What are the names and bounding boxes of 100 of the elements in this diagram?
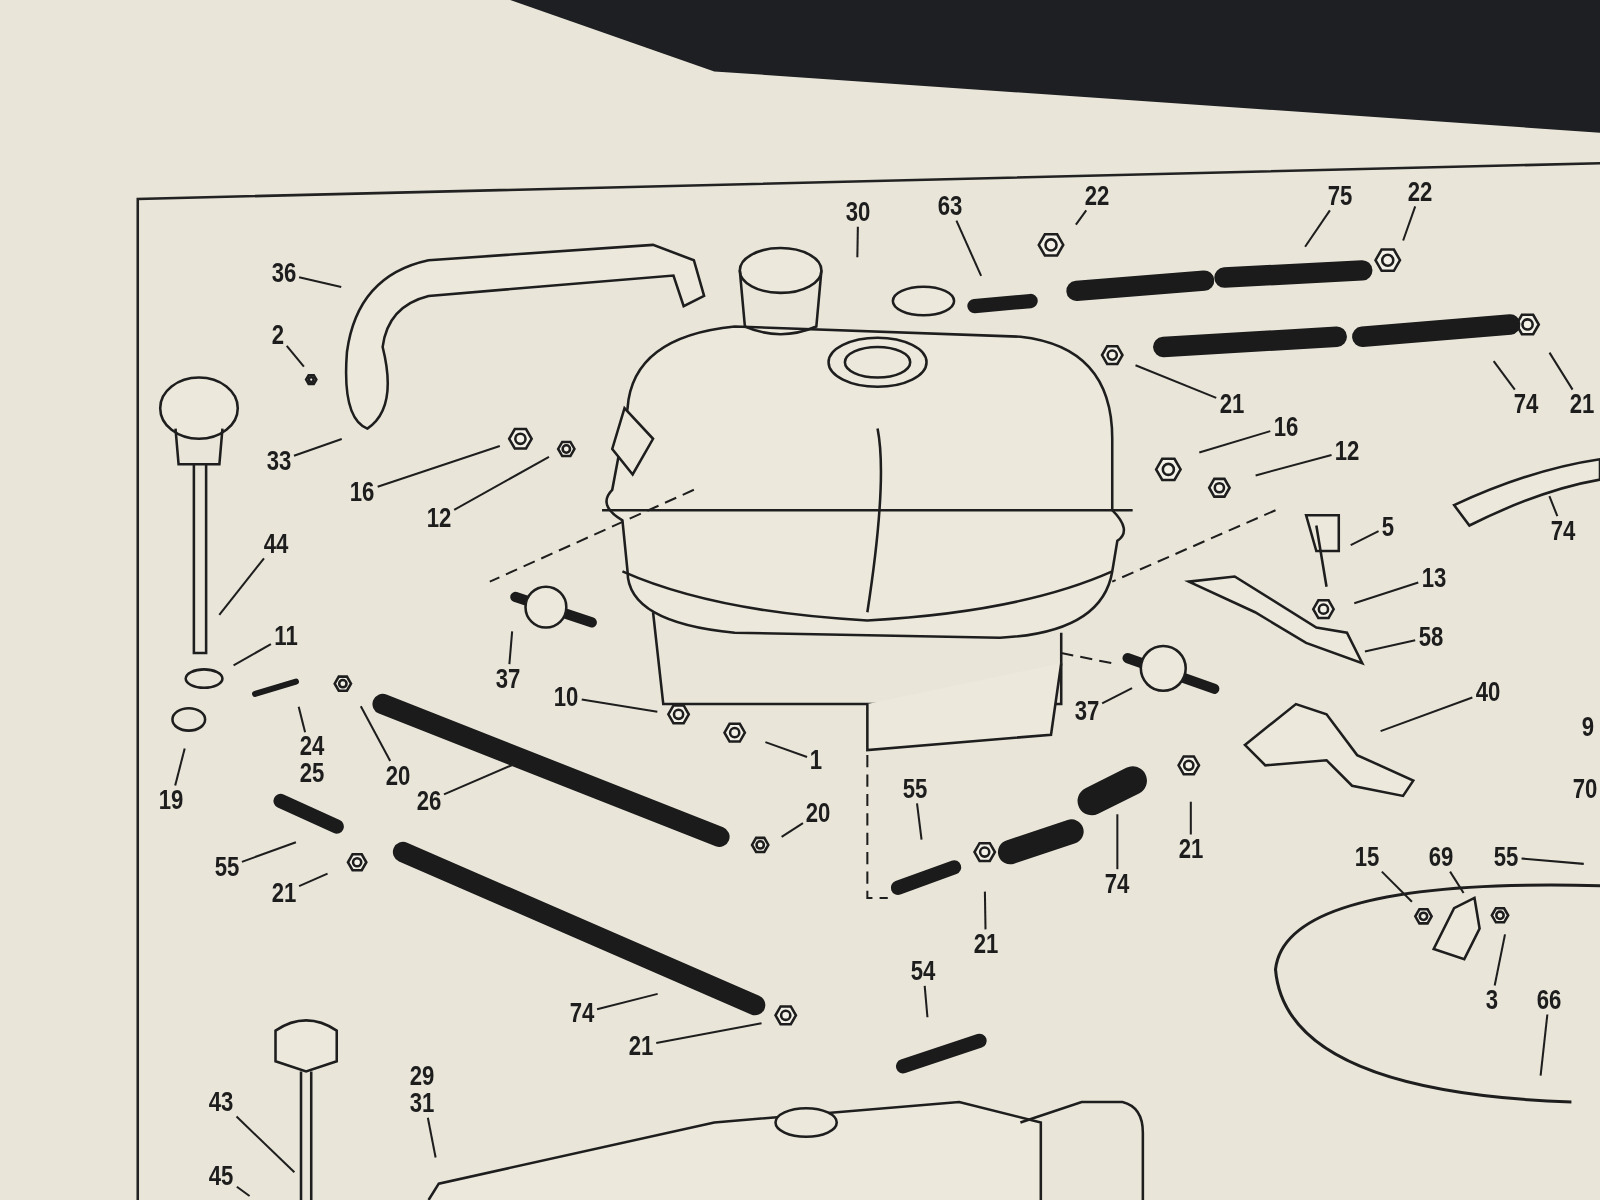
- leader-line: [1548, 352, 1574, 391]
- leader-line: [285, 345, 305, 368]
- leader-line: [1380, 696, 1473, 733]
- callout-number: 2: [271, 321, 284, 349]
- callout-number: 74: [1513, 390, 1538, 418]
- leader-line: [1381, 870, 1413, 903]
- leader-line: [1364, 639, 1416, 653]
- callout-number: 21: [1569, 390, 1594, 418]
- leader-line: [1116, 814, 1119, 870]
- callout-number: 12: [426, 504, 452, 532]
- leader-line: [955, 220, 983, 277]
- callout-number: 58: [1418, 623, 1443, 651]
- leader-line: [923, 985, 929, 1018]
- leader-line: [1101, 687, 1133, 705]
- leader-line: [1189, 801, 1192, 835]
- callout-number: 1: [810, 746, 823, 774]
- leader-line: [241, 841, 297, 863]
- callout-number: 43: [209, 1088, 234, 1116]
- callout-number: 21: [973, 930, 998, 958]
- callout-number: 31: [410, 1089, 435, 1117]
- leader-line: [781, 822, 804, 838]
- callout-number: 12: [1334, 437, 1360, 465]
- callout-number: 25: [299, 760, 325, 788]
- leader-line: [765, 741, 808, 758]
- leader-line: [453, 456, 550, 511]
- callout-number: 22: [1408, 178, 1433, 206]
- callout-number: 54: [911, 957, 936, 985]
- callout-number: 20: [806, 799, 831, 827]
- leader-line: [1521, 857, 1584, 865]
- leader-line: [1350, 530, 1380, 546]
- leader-line: [233, 643, 272, 667]
- callout-number: 19: [159, 786, 184, 814]
- callout-number: 44: [263, 530, 288, 558]
- callout-number: 20: [385, 762, 411, 789]
- callout-number: 69: [1428, 843, 1454, 871]
- leader-line: [359, 705, 392, 762]
- callout-number: 63: [937, 192, 963, 220]
- callout-number: 26: [416, 787, 441, 815]
- leader-line: [443, 762, 516, 796]
- leader-line: [1493, 934, 1506, 986]
- callout-number: 45: [209, 1162, 234, 1189]
- callout-number: 37: [495, 665, 521, 693]
- callout-number: 11: [274, 622, 298, 650]
- leader-line: [1492, 360, 1516, 391]
- callout-number: 55: [214, 853, 239, 881]
- callout-number: 40: [1475, 678, 1501, 706]
- callout-number: 16: [1273, 413, 1298, 440]
- leader-line: [377, 445, 501, 488]
- leader-line: [596, 992, 658, 1011]
- callout-number: 30: [845, 198, 871, 226]
- callout-number: 24: [299, 733, 325, 761]
- leader-line: [508, 631, 514, 665]
- leader-line: [1402, 206, 1417, 241]
- leader-line: [236, 1185, 251, 1197]
- callout-number: 21: [271, 879, 296, 907]
- callout-number: 13: [1421, 564, 1446, 592]
- leader-line: [1075, 209, 1088, 226]
- callout-number: 21: [1219, 390, 1244, 418]
- callout-number: 10: [554, 683, 579, 711]
- leader-line: [581, 698, 658, 713]
- callout-number: 37: [1074, 697, 1100, 725]
- leader-line: [1539, 1014, 1549, 1076]
- leader-line: [983, 891, 987, 930]
- callout-number: 75: [1327, 182, 1353, 210]
- callout-number: 74: [569, 999, 594, 1027]
- callout-number: 70: [1572, 775, 1597, 803]
- callout-number: 21: [1178, 835, 1204, 863]
- leader-line: [218, 557, 265, 616]
- leader-line: [856, 226, 859, 258]
- leader-line: [298, 276, 342, 289]
- callout-number: 3: [1485, 986, 1498, 1014]
- leader-line: [656, 1022, 762, 1045]
- callout-number: 36: [271, 259, 296, 287]
- callout-number: 16: [349, 478, 375, 506]
- leader-line: [1353, 581, 1419, 605]
- callout-number: 33: [266, 447, 291, 475]
- leader-line: [426, 1117, 437, 1158]
- leader-line: [916, 803, 923, 840]
- leader-line: [298, 872, 328, 888]
- leader-line: [1449, 871, 1465, 894]
- callout-number: 74: [1105, 870, 1130, 898]
- leader-line: [297, 706, 307, 733]
- leader-line: [174, 748, 186, 786]
- callout-number: 22: [1084, 182, 1110, 210]
- callout-number: 9: [1581, 713, 1594, 740]
- leader-line: [1304, 209, 1331, 248]
- callout-number: 21: [628, 1032, 654, 1060]
- callout-number: 15: [1355, 843, 1380, 871]
- leader-line: [293, 438, 343, 457]
- callout-number: 55: [903, 775, 928, 803]
- leader-line: [1548, 495, 1559, 517]
- leader-line: [1255, 454, 1332, 477]
- leader-line: [235, 1115, 296, 1174]
- callout-number: 55: [1493, 843, 1519, 871]
- callout-number: 29: [410, 1062, 435, 1090]
- leader-line: [1199, 430, 1271, 454]
- leader-line: [1135, 364, 1217, 399]
- callout-number: 5: [1381, 513, 1394, 540]
- callout-number: 74: [1550, 517, 1576, 545]
- callout-number: 66: [1536, 986, 1562, 1014]
